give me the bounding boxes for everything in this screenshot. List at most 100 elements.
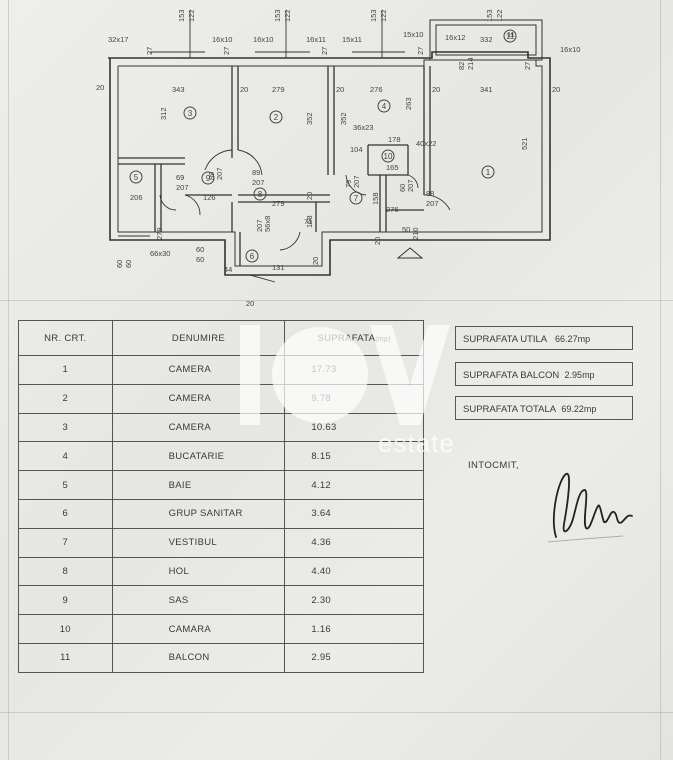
summary-utila: SUPRAFATA UTILA 66.27mp [455,326,633,350]
row-nr: 1 [18,355,113,385]
dim-44: 279 [155,227,164,240]
dim-206: 206 [130,193,143,202]
dim-v-2: 122 [187,9,196,22]
row-denumire: CAMERA [111,383,286,414]
dim-inner-40x22: 40x22 [416,139,436,148]
dim-top-1: 32x17 [108,35,128,44]
dim-60d: 60 [196,255,204,264]
dim-279b: 131 [272,263,285,272]
door-swings [159,149,451,251]
row-denumire: BUCATARIE [111,441,286,472]
dim-inner-36x23: 36x23 [353,123,373,132]
paper-fold-bottom [0,712,673,713]
row-suprafata: 17.73 [284,355,424,385]
dim-276: 276 [386,205,399,214]
dim-44b: 44 [224,265,232,274]
entrance-marker [396,247,424,259]
dim-60b: 60 [124,260,133,268]
paper-fold-vertical [8,0,9,760]
dim-v-13: 27 [523,62,532,70]
row-nr: 4 [18,441,113,472]
row-nr: 5 [18,470,113,500]
dim-207d: 207 [426,199,439,208]
dim-207f: 56x8 [263,216,272,232]
room-marker-5: 5 [129,170,143,184]
room-marker-7: 7 [349,191,363,205]
table-header-row: NR. CRT. DENUMIRE SUPRAFATA(mp) [18,320,424,356]
dim-v-12: 27 [416,47,425,55]
dim-50: 50 [402,225,410,234]
dim-v-3: 153 [273,9,282,22]
row-suprafata: 2.95 [284,642,424,673]
row-denumire: BALCON [111,642,286,673]
dim-h-7: 20 [432,85,440,94]
svg-text:8: 8 [258,190,263,199]
dim-207c: 207 [352,175,361,188]
row-nr: 6 [18,498,113,529]
svg-text:1: 1 [486,168,491,177]
dim-60c: 60 [196,245,204,254]
dim-69: 69 [176,173,184,182]
dim-207bv: 207 [215,167,224,180]
dim-131: 20 [311,257,320,265]
dim-60a: 60 [115,260,124,268]
dim-v-5: 153 [369,9,378,22]
row-suprafata: 1.16 [284,614,424,644]
row-denumire: HOL [111,556,286,587]
dim-top-5: 15x11 [342,35,362,44]
dim-top-8: 332 [480,35,493,44]
row-nr: 7 [18,527,113,558]
dim-h-5: 20 [336,85,344,94]
signature [547,473,633,543]
dim-top-2: 16x10 [212,35,232,44]
dim-v-7: 153 [485,9,494,22]
dim-89v: 89 [207,172,216,180]
dim-20b: 158 [305,215,314,228]
svg-text:4: 4 [382,102,387,111]
dim-v-9: 27 [145,47,154,55]
dim-h-3: 20 [240,85,248,94]
dim-h-1: 20 [96,83,104,92]
interior-walls [118,66,431,266]
room-marker-3: 3 [183,106,197,120]
dim-inner-312: 312 [159,107,168,120]
room-marker-10: 10 [381,149,395,163]
row-suprafata: 4.12 [284,470,424,500]
dim-158a: 158 [371,192,380,205]
row-denumire: SAS [111,585,286,616]
dim-h-4: 279 [272,85,285,94]
windows [118,10,405,283]
svg-text:2: 2 [274,113,279,122]
row-nr: 2 [18,383,113,414]
dim-h-6: 276 [370,85,383,94]
dim-207e: 207 [406,179,415,192]
row-nr: 11 [18,642,113,673]
floor-plan-drawing: 32x17 16x10 16x10 16x11 15x11 15x10 16x1… [96,9,580,308]
dim-v-4: 122 [283,9,292,22]
dim-v-8: 122 [495,9,504,22]
svg-text:6: 6 [250,252,255,261]
dim-88: 88 [426,189,434,198]
row-suprafata: 9.78 [284,383,424,414]
dim-20c: 71 [304,217,312,226]
outer-walls [108,19,551,276]
svg-text:10: 10 [384,152,393,161]
intocmit-label: INTOCMIT, [468,460,519,471]
row-nr: 3 [18,412,113,443]
dim-h-8: 341 [480,85,493,94]
dim-v-11: 27 [320,47,329,55]
dim-top-4: 16x11 [306,35,326,44]
dim-h-9: 20 [552,85,560,94]
dim-top-9: 11 [507,30,515,39]
row-denumire: CAMERA [111,412,286,443]
